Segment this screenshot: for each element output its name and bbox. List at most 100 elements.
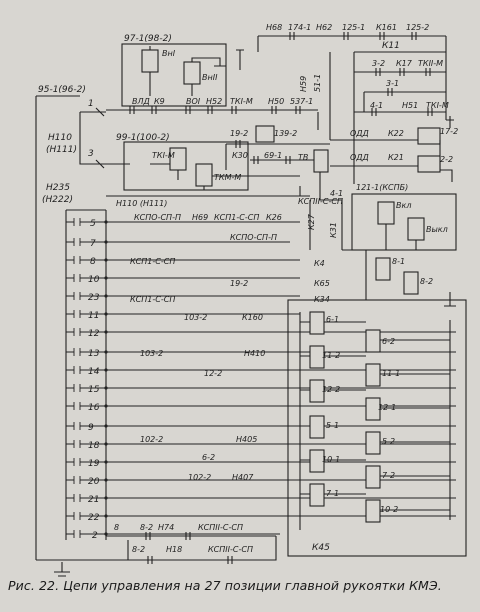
label-v01: ВОI bbox=[186, 97, 201, 106]
label-k160: К160 bbox=[242, 313, 263, 322]
coil-tv bbox=[313, 149, 329, 173]
label-h52: Н52 bbox=[206, 97, 222, 106]
label-n14: 14 bbox=[88, 367, 100, 377]
label-k22: К22 bbox=[388, 129, 404, 138]
ladder-row bbox=[66, 292, 300, 300]
label-8-1: 8-1 bbox=[392, 257, 405, 266]
label-n110b: Н110 (Н111) bbox=[116, 199, 167, 208]
ladder-rails bbox=[65, 209, 107, 540]
coil-139 bbox=[255, 125, 275, 143]
middle-wires bbox=[225, 140, 330, 170]
label-ksp1-sp: КСП1-С-СП bbox=[214, 213, 259, 222]
label-17-2: 17-2 bbox=[440, 127, 458, 136]
label-k17: К17 bbox=[396, 59, 413, 68]
relay-coil bbox=[309, 345, 325, 369]
label-n19: 19 bbox=[88, 459, 100, 469]
label-5-1: 5-1 bbox=[326, 421, 339, 430]
label-kspii: КСПII-С-СП bbox=[298, 197, 343, 206]
label-n8: 8 bbox=[90, 257, 96, 267]
label-6-2c: 6-2 bbox=[382, 337, 395, 346]
row-3-1 bbox=[363, 88, 446, 112]
label-n16: 16 bbox=[88, 403, 100, 413]
label-102-2: 102-2 bbox=[140, 435, 163, 444]
wires-99 bbox=[106, 163, 300, 190]
coil-17-2 bbox=[417, 127, 441, 145]
label-n12: 12 bbox=[88, 329, 100, 339]
label-kspo-sp-p2: КСПО-СП-П bbox=[230, 233, 277, 242]
label-bksp2: КСПII-С-СП bbox=[208, 545, 253, 554]
frame-97 bbox=[121, 43, 227, 107]
label-537: 537-1 bbox=[290, 97, 313, 106]
label-103-2b: 103-2 bbox=[140, 349, 163, 358]
label-103-2: 103-2 bbox=[184, 313, 207, 322]
label-n18: 18 bbox=[88, 441, 100, 451]
label-97: 97-1(98-2) bbox=[124, 34, 172, 44]
label-tkii: ТКII-М bbox=[418, 59, 443, 68]
relay-coil bbox=[365, 465, 381, 489]
label-h410: Н410 bbox=[244, 349, 265, 358]
label-k27: К27 bbox=[307, 213, 316, 230]
label-k26: К26 bbox=[266, 213, 282, 222]
label-121: 121-1(КСПБ) bbox=[356, 183, 408, 192]
label-r41: 4-1 bbox=[330, 189, 343, 198]
label-8-2: 8-2 bbox=[420, 277, 433, 286]
label-vld: ВЛД bbox=[132, 97, 150, 106]
label-k161: К161 bbox=[376, 23, 397, 32]
label-12-2c: 12-2 bbox=[322, 385, 340, 394]
figure-caption: Рис. 22. Цепи управления на 27 позиции г… bbox=[8, 578, 442, 593]
bottom-rows bbox=[106, 532, 277, 564]
label-3-2: 3-2 bbox=[372, 59, 385, 68]
relay-coil bbox=[365, 431, 381, 455]
relay-coil bbox=[365, 397, 381, 421]
label-h68: Н68 bbox=[266, 23, 282, 32]
label-n22: 22 bbox=[88, 513, 100, 523]
frame-k45 bbox=[287, 299, 467, 557]
label-95: 95-1(96-2) bbox=[38, 85, 86, 95]
relay-coil bbox=[309, 379, 325, 403]
label-7-1: 7-1 bbox=[326, 489, 339, 498]
label-k4: К4 bbox=[314, 259, 325, 268]
label-k11: К11 bbox=[382, 41, 400, 51]
label-125b: 125-2 bbox=[406, 23, 429, 32]
label-vnii: ВнII bbox=[202, 73, 218, 82]
label-174: 174-1 bbox=[288, 23, 311, 32]
label-51-1: 51-1 bbox=[313, 74, 322, 92]
ladder-row bbox=[66, 440, 456, 448]
label-k21: К21 bbox=[388, 153, 404, 162]
label-h111: (Н111) bbox=[46, 145, 77, 155]
label-6-1: 6-1 bbox=[326, 315, 339, 324]
label-kspo-sp-p: КСПО-СП-П bbox=[134, 213, 181, 222]
ladder-row bbox=[66, 256, 300, 264]
label-h51: Н51 bbox=[402, 101, 418, 110]
label-tkm: ТКМ-М bbox=[214, 173, 241, 182]
ladder-rows bbox=[66, 218, 456, 538]
label-h59: Н59 bbox=[299, 76, 308, 92]
ladder-row bbox=[66, 348, 456, 356]
label-139-2: 139-2 bbox=[274, 129, 297, 138]
label-n11: 11 bbox=[88, 311, 99, 321]
ladder-row bbox=[66, 494, 456, 502]
coil-8-1 bbox=[375, 257, 391, 281]
left-switch-contacts bbox=[95, 107, 105, 169]
label-tk1m-a: ТКI-М bbox=[230, 97, 253, 106]
label-bksp: КСПII-С-СП bbox=[198, 523, 243, 532]
wires-121 bbox=[342, 224, 456, 251]
ladder-row bbox=[66, 238, 290, 246]
ladder-row bbox=[66, 458, 456, 466]
ladder-row bbox=[66, 476, 456, 484]
ladder-row bbox=[66, 310, 300, 318]
label-5-2: 5-2 bbox=[382, 437, 395, 446]
coil-2-2 bbox=[417, 155, 441, 173]
label-n10: 10 bbox=[88, 275, 100, 285]
label-n13: 13 bbox=[88, 349, 100, 359]
label-vkl: Вкл bbox=[396, 201, 411, 210]
coil-tkm bbox=[195, 163, 213, 187]
label-h110: Н110 bbox=[48, 133, 72, 143]
label-h405: Н405 bbox=[236, 435, 257, 444]
row-4-1 bbox=[354, 108, 446, 116]
ground-bottom bbox=[54, 562, 70, 577]
label-h235: Н235 bbox=[46, 183, 70, 193]
relay-coil bbox=[309, 311, 325, 335]
